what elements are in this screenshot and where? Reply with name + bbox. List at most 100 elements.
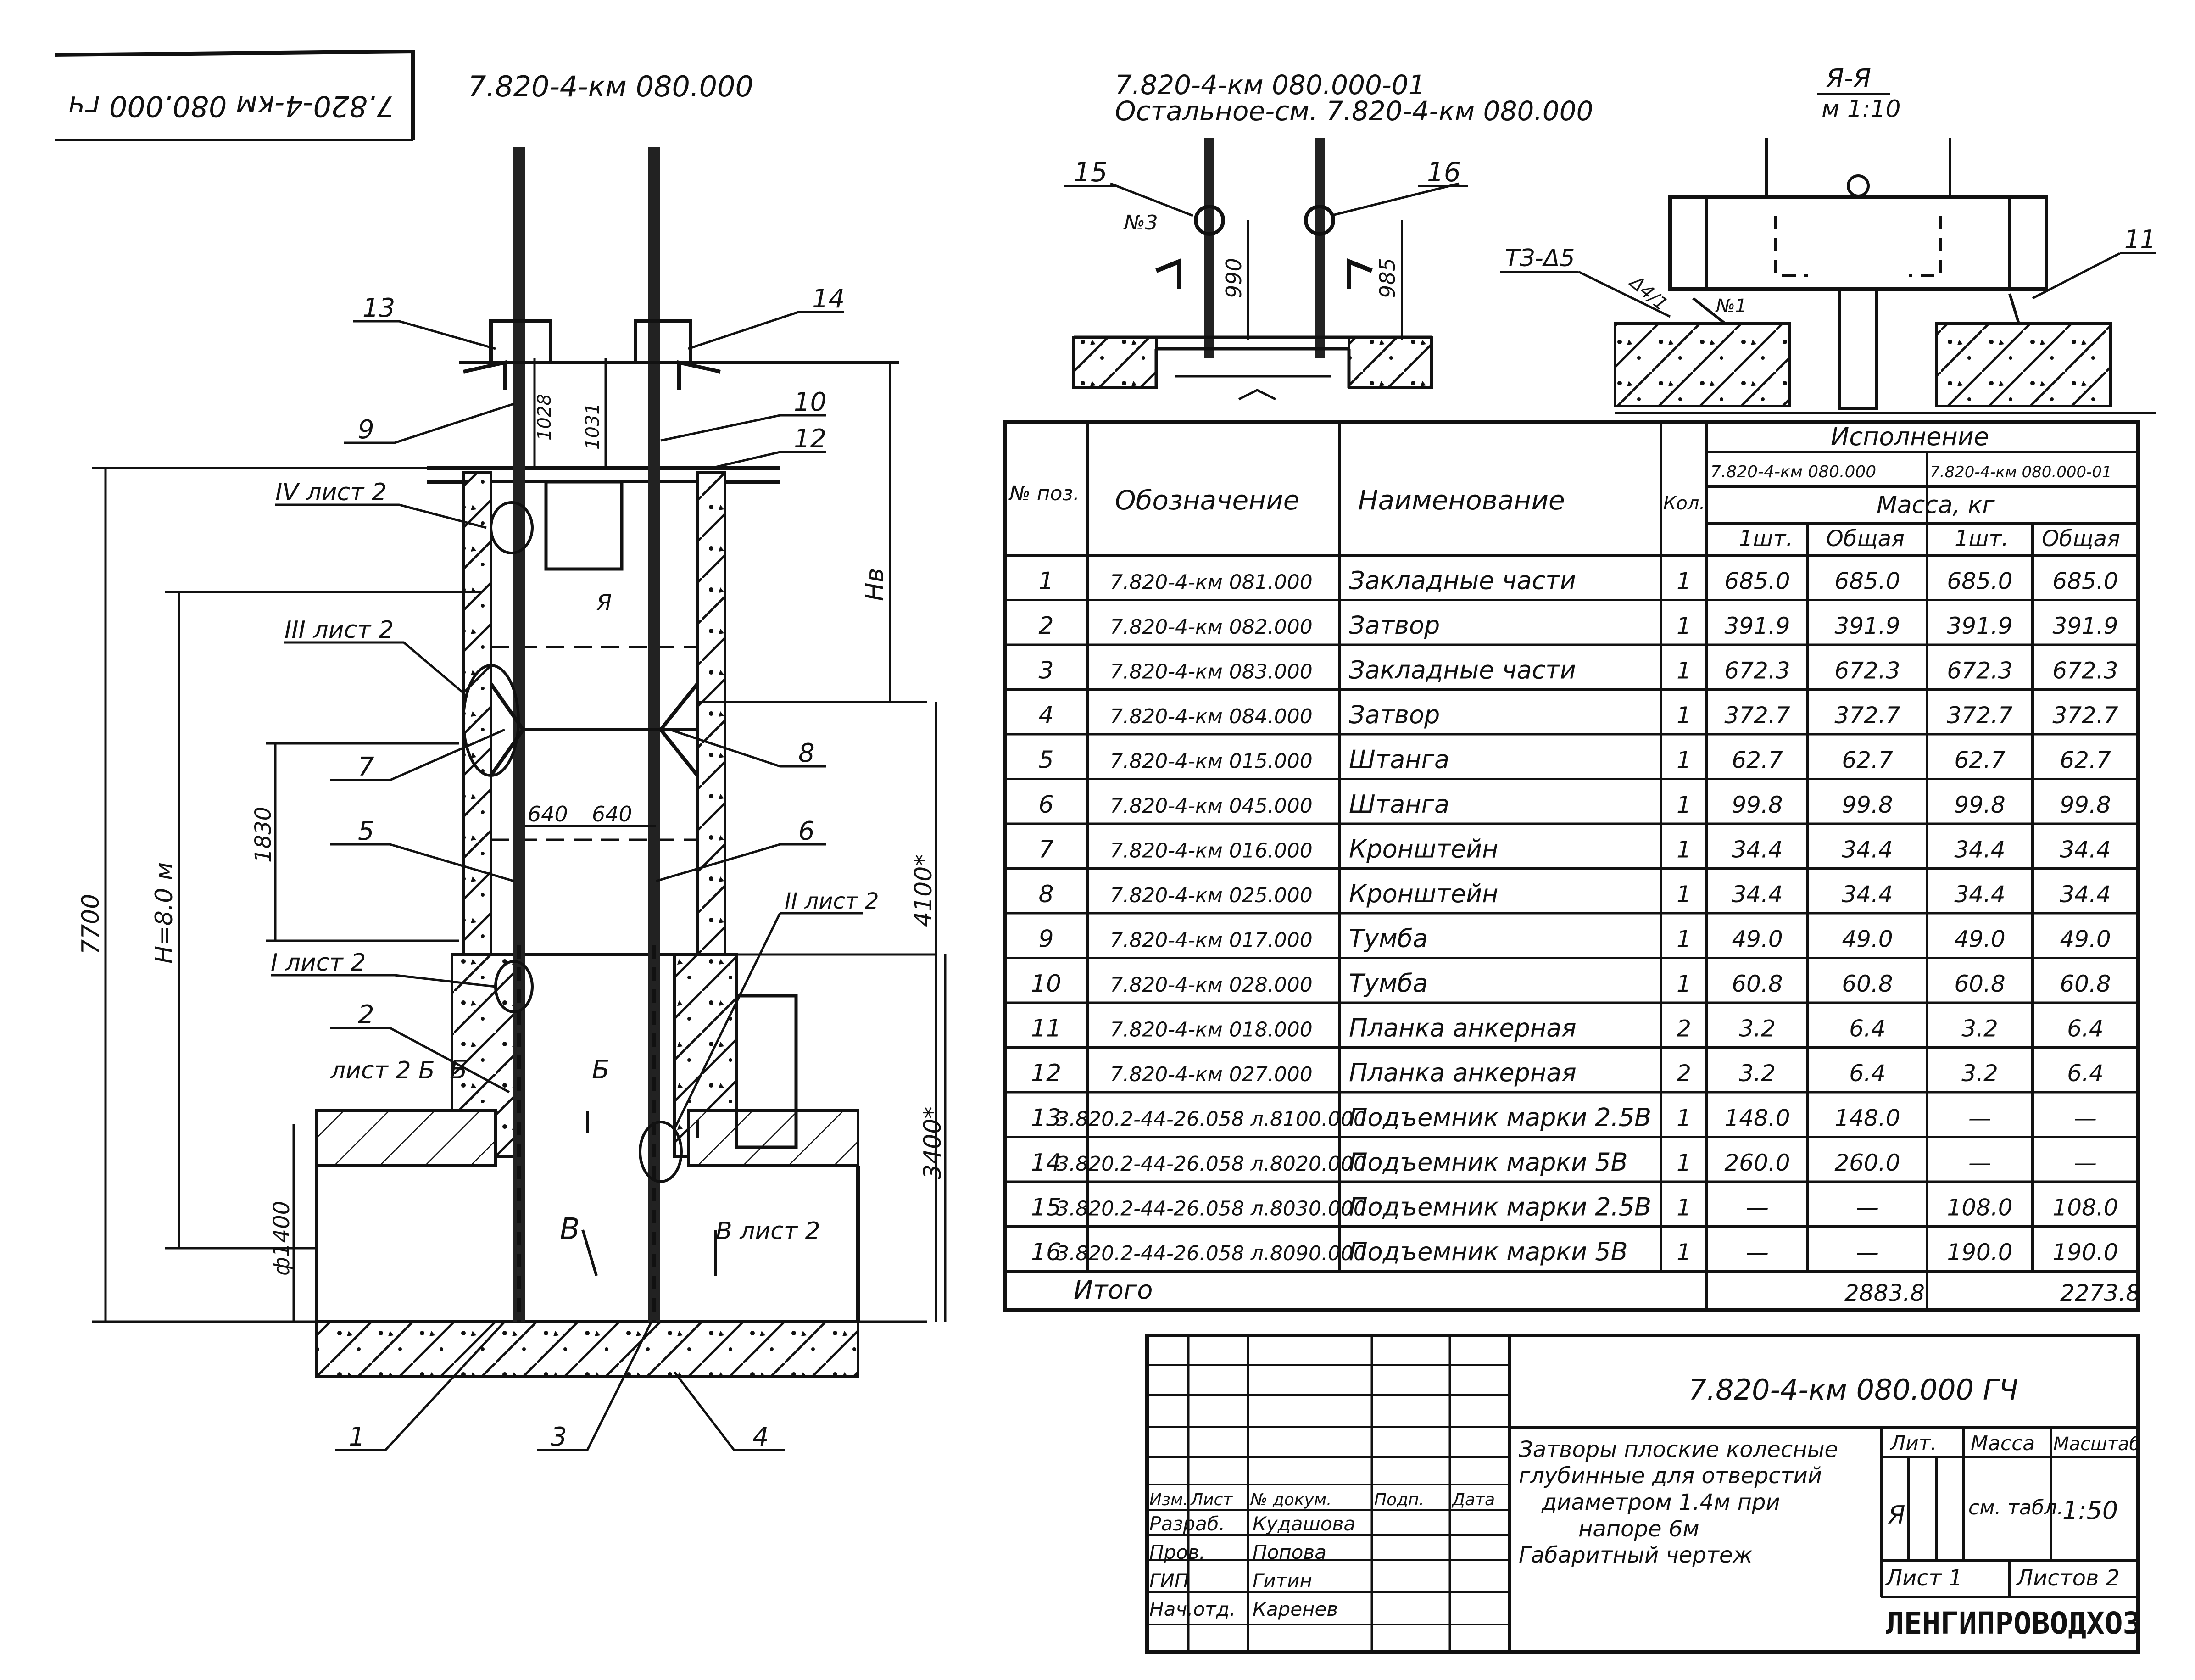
spec-cell-m2: 34.4 [1954,837,2005,863]
spec-cell-m2: 34.4 [1954,881,2005,908]
section-callout-11: 11 [2124,225,2156,254]
spec-cell-m1: 685.0 [1724,568,1790,595]
spec-cell-des: 3.820.2-44-26.058 л.8030.000 [1056,1197,1366,1221]
spec-cell-m2: 372.7 [1947,702,2012,729]
callout-13: 13 [362,293,395,323]
detail-dim-990: 990 [1221,258,1246,298]
title-block: 7.820-4-км 080.000 ГЧ Затворы плоские ко… [1145,1334,2141,1654]
spec-cell-qty: 1 [1677,658,1691,684]
hdr-unit2: 1шт. [1955,526,2009,552]
spec-cell-pos: 13 [1031,1105,1061,1132]
lit-label: Лит. [1889,1432,1937,1455]
hdr-name: Наименование [1358,485,1565,516]
spec-cell-qty: 1 [1677,568,1691,595]
spec-cell-pos: 5 [1038,747,1053,774]
hdr-exec1: 7.820-4-км 080.000 [1710,463,1876,481]
spec-cell-name: Подъемник марки 2.5В [1349,1193,1651,1222]
spec-cell-t2: 6.4 [2067,1060,2104,1087]
detail-dim-985: 985 [1375,258,1400,298]
spec-table: № поз. Обозначение Наименование Кол. Исп… [1003,420,2140,1312]
spec-cell-pos: 6 [1038,791,1053,819]
spec-cell-name: Подъемник марки 5В [1349,1237,1628,1266]
spec-cell-m1: 3.2 [1739,1016,1776,1042]
spec-cell-t1: 260.0 [1834,1150,1900,1176]
title-line-4: напоре 6м [1578,1516,1699,1542]
spec-cell-m2: 62.7 [1954,747,2006,774]
spec-cell-t2: — [2074,1105,2097,1132]
title-head-cell: № докум. [1249,1490,1331,1509]
dim-1031: 1031 [582,403,603,450]
spec-cell-des: 7.820-4-км 082.000 [1110,615,1312,639]
spec-cell-m1: 60.8 [1732,971,1783,997]
dim-hv: Нв [860,568,889,601]
title-person-cell: Кудашова [1253,1513,1355,1535]
spec-cell-des: 7.820-4-км 016.000 [1110,839,1312,863]
spec-cell-name: Закладные части [1349,566,1576,595]
spec-cell-name: Тумба [1349,969,1428,998]
spec-cell-pos: 8 [1038,881,1053,908]
hdr-unit1: 1шт. [1739,526,1793,552]
dimensions: 1028 1031 1830 640 640 7700 Н=8.0 м 4100… [77,358,947,1323]
spec-cell-m2: — [1968,1105,1991,1132]
spec-cell-des: 7.820-4-км 084.000 [1110,705,1312,728]
spec-cell-pos: 9 [1038,926,1053,953]
detail-callout-15: 15 [1074,156,1108,188]
spec-cell-m2: 685.0 [1947,568,2012,595]
spec-cell-m1: 34.4 [1732,837,1783,863]
spec-cell-m1: 49.0 [1732,926,1783,953]
spec-cell-qty: 1 [1677,702,1691,729]
spec-cell-t2: — [2074,1150,2097,1176]
spec-cell-t1: 49.0 [1842,926,1893,953]
title-person-cell: ГИП [1149,1569,1189,1592]
section-view: Я-Я м 1:10 ТЗ-Δ5 11 №1 Δ4/1 [1500,64,2156,414]
spec-cell-pos: 7 [1038,836,1053,864]
spec-cell-t1: 148.0 [1834,1105,1900,1132]
spec-cell-m1: 3.2 [1739,1060,1776,1087]
section-label-n1: №1 [1715,296,1747,317]
spec-cell-t1: 62.7 [1842,747,1893,774]
hdr-qty: Кол. [1663,493,1705,514]
callout-9: 9 [358,415,374,445]
spec-cell-qty: 2 [1677,1060,1691,1087]
section-ya: Я [596,590,612,616]
total-exec1: 2883.8 [1844,1280,1925,1306]
spec-cell-t2: 62.7 [2060,747,2111,774]
callout-4: 4 [752,1422,769,1452]
hdr-designation: Обозначение [1115,485,1299,516]
sheet-refs: IV лист 2 III лист 2 I лист 2 II лист 2 … [271,479,879,1246]
dim-7700: 7700 [77,894,105,954]
spec-cell-t1: 34.4 [1842,881,1893,908]
callout-3: 3 [551,1422,567,1452]
callout-7: 7 [358,752,374,782]
rotated-stamp-code: 7.820-4-км 080.000 гч [68,89,395,123]
mass-label: Масса [1971,1432,2035,1455]
spec-cell-name: Подъемник марки 2.5В [1349,1103,1651,1132]
spec-cell-name: Планка анкерная [1349,1058,1577,1087]
spec-cell-m1: 672.3 [1724,658,1790,684]
spec-cell-m2: 672.3 [1947,658,2012,684]
spec-cell-t1: — [1856,1194,1879,1221]
spec-cell-t2: 49.0 [2060,926,2111,953]
dim-1830: 1830 [251,807,276,863]
dim-1028: 1028 [534,394,555,441]
dim-d1400: ф1400 [269,1201,295,1276]
spec-cell-t2: 34.4 [2060,837,2111,863]
spec-cell-t2: 190.0 [2052,1239,2118,1266]
spec-cell-des: 7.820-4-км 015.000 [1110,750,1312,773]
spec-cell-pos: 10 [1031,970,1061,998]
spec-cell-pos: 14 [1031,1149,1061,1177]
spec-cell-t1: 6.4 [1849,1016,1886,1042]
spec-cell-pos: 3 [1038,657,1053,685]
spec-cell-t2: 108.0 [2052,1194,2118,1221]
callout-12: 12 [794,424,826,454]
spec-cell-des: 7.820-4-км 018.000 [1110,1018,1312,1042]
spec-cell-m2: 3.2 [1961,1016,1998,1042]
dim-3400: 3400* [919,1107,947,1179]
weld-mark: ТЗ-Δ5 [1505,245,1575,272]
spec-cell-m2: — [1968,1150,1991,1176]
spec-cell-name: Закладные части [1349,656,1576,685]
spec-cell-t1: 672.3 [1834,658,1900,684]
spec-cell-m1: 372.7 [1724,702,1790,729]
spec-cell-m2: 3.2 [1961,1060,1998,1087]
spec-cell-t1: 685.0 [1834,568,1900,595]
